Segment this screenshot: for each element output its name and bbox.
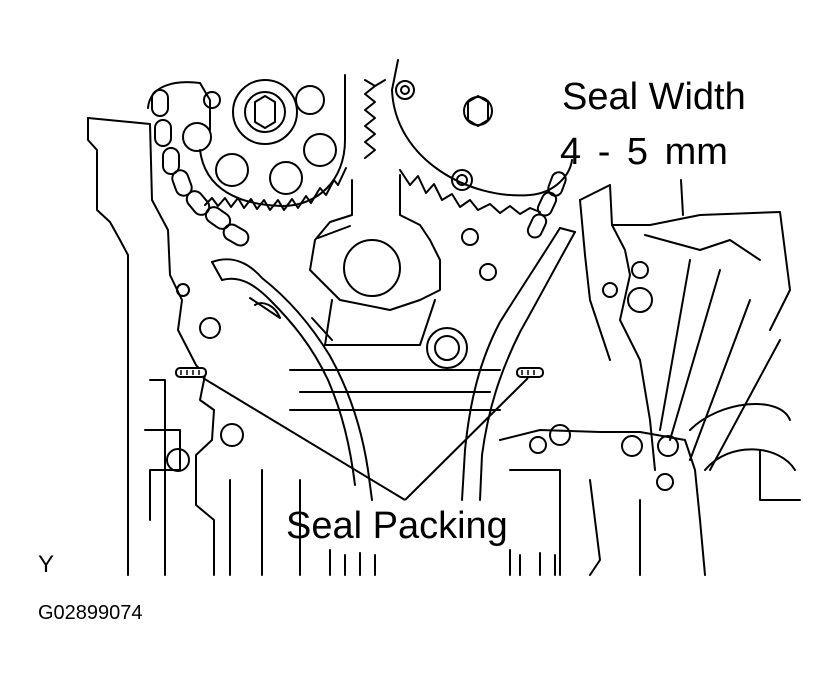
timing-chain-right	[526, 171, 567, 239]
seal-packing-label: Seal Packing	[286, 505, 508, 547]
seal-mark-right	[516, 367, 544, 378]
chain-guide-right	[461, 227, 561, 501]
oil-hole	[426, 327, 468, 369]
chain-guide-left	[211, 258, 373, 501]
gear-teeth-center	[364, 79, 376, 159]
gear-teeth-left	[204, 167, 347, 211]
figure-id: G02899074	[38, 602, 143, 624]
timing-chain-left	[151, 89, 250, 247]
seal-packing-marks	[175, 367, 544, 378]
seal-width-label: Seal Width	[562, 76, 746, 118]
central-housing	[309, 174, 441, 311]
view-letter: Y	[38, 551, 55, 578]
sprocket-left	[232, 79, 298, 145]
lower-block-right	[499, 429, 706, 576]
upper-housing	[147, 81, 211, 131]
seal-width-value: 4 - 5 mm	[560, 131, 728, 173]
sprocket-right	[391, 89, 573, 197]
block-right-outline	[579, 184, 791, 331]
leader-lines	[202, 377, 529, 501]
